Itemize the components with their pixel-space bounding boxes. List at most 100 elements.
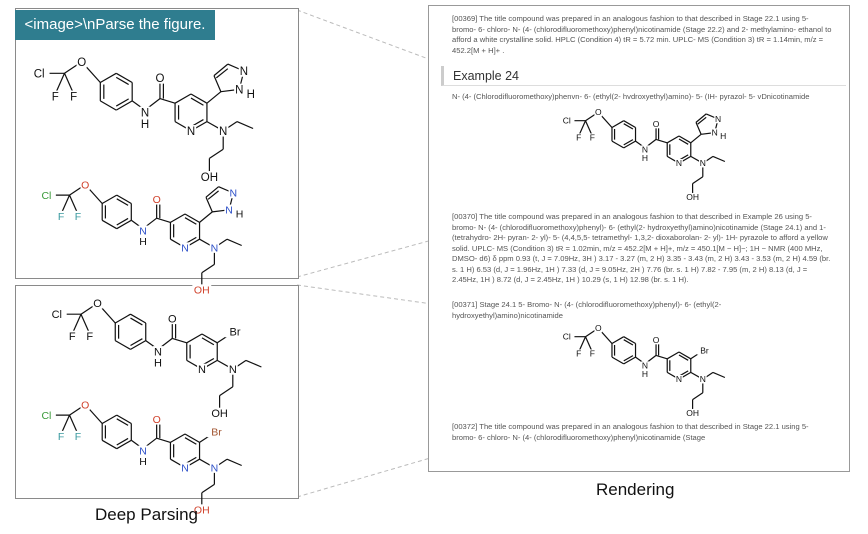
atom-label-n: N bbox=[715, 114, 721, 124]
bond bbox=[578, 120, 587, 137]
rendering-panel: [00369] The title compound was prepared … bbox=[428, 5, 850, 472]
bond bbox=[201, 333, 218, 344]
atom-label-cl: Cl bbox=[41, 190, 51, 202]
atom-label-br: Br bbox=[230, 327, 241, 339]
bond bbox=[205, 196, 213, 213]
bond bbox=[623, 123, 634, 130]
atom-label-n: N bbox=[225, 204, 233, 216]
atom-label-n: N bbox=[235, 84, 243, 96]
atom-label-h: H bbox=[247, 89, 255, 101]
atom-label-n: N bbox=[141, 107, 149, 119]
bond bbox=[130, 338, 143, 347]
bond bbox=[116, 439, 132, 450]
bond bbox=[666, 351, 680, 360]
bond bbox=[611, 356, 625, 365]
atom-label-n: N bbox=[642, 145, 648, 155]
bond bbox=[205, 186, 219, 198]
atom-label-n: N bbox=[181, 462, 189, 474]
input-figure-box bbox=[15, 8, 299, 279]
bond bbox=[116, 194, 132, 205]
atom-label-n: N bbox=[700, 158, 706, 168]
atom-label-h: H bbox=[139, 236, 147, 248]
bond bbox=[692, 392, 704, 401]
atom-label-n: N bbox=[700, 374, 706, 384]
atom-label-br: Br bbox=[700, 345, 709, 355]
paragraph-00370: [00370] The title compound was prepared … bbox=[452, 212, 831, 284]
atom-label-n: N bbox=[211, 242, 219, 254]
prompt-label: <image>\nParse the figure. bbox=[15, 10, 215, 40]
atom-label-o: O bbox=[77, 57, 86, 69]
bond bbox=[190, 93, 208, 104]
connector-line bbox=[296, 284, 561, 323]
paragraph-00372: [00372] The title compound was prepared … bbox=[452, 422, 809, 442]
atom-label-o: O bbox=[595, 107, 602, 117]
bond bbox=[623, 339, 634, 346]
bond bbox=[184, 433, 200, 443]
atom-label-o: O bbox=[595, 323, 602, 333]
bond bbox=[156, 217, 171, 223]
bond bbox=[697, 116, 707, 125]
bond bbox=[199, 211, 213, 223]
bond bbox=[666, 135, 680, 144]
atom-label-o: O bbox=[153, 414, 161, 426]
bond bbox=[116, 418, 129, 426]
bond bbox=[623, 140, 636, 149]
bond bbox=[678, 138, 689, 145]
bond bbox=[695, 122, 702, 135]
atom-label-n: N bbox=[240, 66, 248, 78]
atom-label-o: OH bbox=[686, 192, 699, 202]
bond bbox=[172, 337, 187, 344]
atom-label-o: OH bbox=[686, 408, 699, 418]
bond bbox=[611, 120, 625, 129]
atom-label-n: N bbox=[198, 364, 206, 376]
bond bbox=[695, 113, 707, 123]
bond bbox=[115, 98, 129, 107]
atom-label-n: N bbox=[676, 374, 682, 384]
bond bbox=[130, 313, 147, 324]
bond bbox=[611, 140, 625, 149]
bond bbox=[219, 386, 234, 397]
bond bbox=[60, 194, 71, 215]
atom-label-cl: Cl bbox=[563, 332, 571, 342]
bond bbox=[174, 93, 192, 104]
bond bbox=[116, 219, 132, 230]
bond bbox=[623, 336, 636, 345]
bond bbox=[115, 76, 129, 86]
bond bbox=[712, 155, 726, 163]
bond bbox=[623, 355, 634, 362]
bond bbox=[54, 73, 66, 95]
atom-label-o: O bbox=[93, 298, 102, 310]
atom-label-n: N bbox=[229, 364, 237, 376]
bond bbox=[116, 437, 129, 446]
atom-label-n: N bbox=[230, 188, 238, 200]
atom-label-o: O bbox=[653, 119, 660, 129]
bond bbox=[116, 198, 129, 206]
atom-label-n: N bbox=[211, 462, 219, 474]
bond bbox=[655, 138, 668, 144]
input-figure-box bbox=[15, 285, 299, 499]
atom-label-h: H bbox=[720, 131, 726, 141]
atom-label-o: OH bbox=[211, 408, 228, 420]
atom-label-br: Br bbox=[211, 427, 222, 439]
bond bbox=[213, 75, 222, 92]
atom-label-f: F bbox=[576, 133, 581, 143]
bond bbox=[236, 121, 254, 130]
bond bbox=[201, 337, 215, 346]
atom-label-o: O bbox=[81, 179, 89, 191]
atom-label-cl: Cl bbox=[563, 116, 571, 126]
bond bbox=[114, 340, 131, 350]
bond bbox=[114, 313, 131, 324]
bond bbox=[678, 354, 689, 361]
atom-label-n: N bbox=[219, 126, 227, 138]
paragraph-00371: [00371] Stage 24.1 5- Bromo- N- (4- (chl… bbox=[452, 300, 722, 320]
atom-label-f: F bbox=[58, 431, 64, 443]
atom-label-cl: Cl bbox=[34, 68, 45, 80]
atom-label-f: F bbox=[75, 431, 81, 443]
bond bbox=[100, 72, 117, 84]
bond bbox=[623, 356, 636, 365]
connector-line bbox=[296, 419, 561, 498]
